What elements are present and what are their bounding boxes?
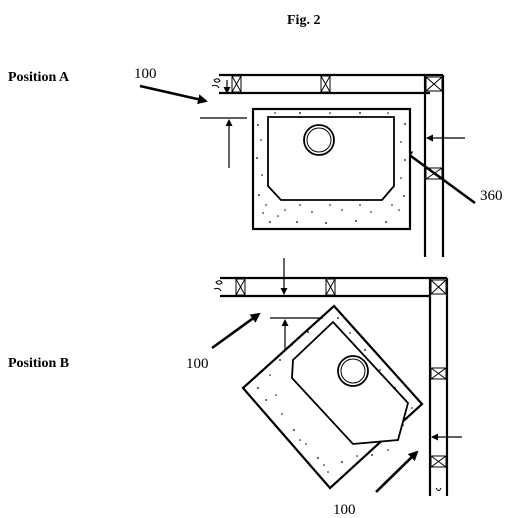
position-b-sink [241, 304, 424, 490]
position-a-sink-texture [256, 112, 406, 224]
position-a-dim-top: 100 [134, 66, 157, 82]
position-a-arrow-top [139, 84, 208, 105]
position-a-dim-right: 360 [480, 188, 503, 204]
position-b-wall-horizontal [213, 276, 447, 298]
position-b-group: Position B 100 100 [8, 258, 462, 518]
position-a-arrow-right [402, 149, 476, 205]
position-b-sink-texture [257, 317, 413, 473]
position-b-wall-vertical [428, 278, 449, 496]
position-b-arrow-left [211, 312, 261, 350]
position-a-group: Position A 100 360 [8, 66, 503, 257]
figure-title: Fig. 2 [287, 13, 320, 28]
position-a-label: Position A [8, 70, 70, 85]
position-b-label: Position B [8, 356, 69, 371]
position-a-wall-horizontal [211, 73, 443, 95]
position-a-wall-vertical [423, 75, 445, 257]
position-a-sink [251, 107, 412, 231]
position-b-dim-bottom: 100 [333, 502, 356, 518]
position-b-dim-left: 100 [186, 356, 209, 372]
position-b-arrow-bottom [375, 450, 419, 493]
